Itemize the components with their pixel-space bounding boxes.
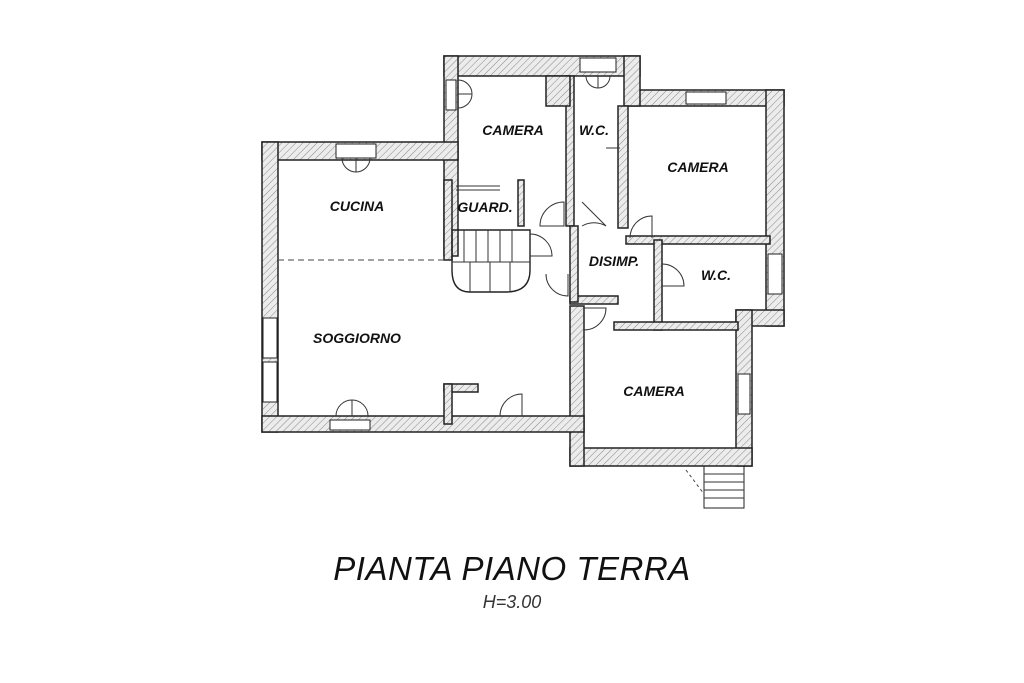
room-label-soggiorno: SOGGIORNO [313,330,401,346]
windows [262,57,783,431]
plan-subtitle: H=3.00 [482,592,542,612]
room-label-disimp: DISIMP. [589,253,639,269]
door-swings [335,75,685,417]
interior-walls [443,75,771,425]
room-label-camera-top: CAMERA [482,122,543,138]
room-label-camera-right: CAMERA [667,159,728,175]
stair [451,229,531,293]
exterior-stair [685,465,745,509]
room-label-wc-top: W.C. [579,122,609,138]
plan-title: PIANTA PIANO TERRA [333,550,691,587]
room-label-cucina: CUCINA [330,198,384,214]
room-label-camera-bottom: CAMERA [623,383,684,399]
room-label-wc-right: W.C. [701,267,731,283]
wardrobe-marks [456,147,620,191]
room-label-guard: GUARD. [457,199,512,215]
